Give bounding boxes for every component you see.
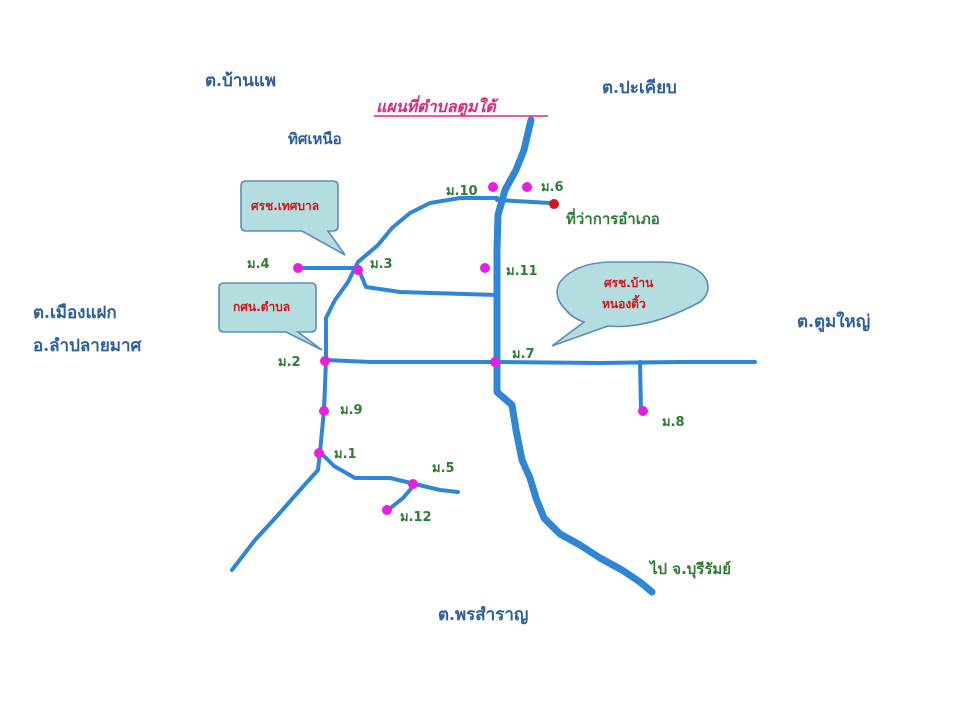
map-title: แผนที่ตำบลตูมใต้	[376, 95, 500, 117]
main-highway	[493, 116, 656, 596]
village-marker-m7[interactable]	[490, 357, 500, 367]
callout-village-health-label-2: หนองติ้ว	[602, 294, 646, 311]
village-marker-m3[interactable]	[353, 265, 363, 275]
village-marker-m1[interactable]	[314, 448, 324, 458]
village-label-m2: ม.2	[278, 355, 301, 370]
neighbor-north-west-label: ต.บ้านแพ	[205, 71, 276, 91]
road-main-east-west	[324, 358, 757, 365]
road-north-loop	[324, 196, 499, 362]
village-label-m10: ม.10	[446, 184, 478, 199]
callout-village-health[interactable]: ศรช.บ้าน หนองติ้ว	[551, 261, 709, 347]
village-label-m3: ม.3	[370, 257, 393, 272]
road-m5-m12	[386, 482, 417, 512]
village-label-m8: ม.8	[662, 415, 685, 430]
village-marker-m4[interactable]	[293, 263, 303, 273]
callout-subdistrict-center-label: กศน.ตำบล	[233, 300, 290, 314]
neighbor-west-label-1: ต.เมืองแฝก	[33, 302, 117, 323]
to-province-label: ไป จ.บุรีรัมย์	[648, 559, 731, 579]
village-marker-m8[interactable]	[638, 406, 648, 416]
callout-village-health-label-1: ศรช.บ้าน	[604, 276, 654, 290]
village-marker-m2[interactable]	[320, 356, 330, 366]
north-label: ทิศเหนือ	[288, 130, 342, 148]
village-label-m6: ม.6	[541, 180, 564, 195]
neighbor-north-east-label: ต.ปะเคียบ	[602, 77, 677, 98]
road-m6-office	[495, 198, 552, 205]
callout-subdistrict-center[interactable]: กศน.ตำบล	[218, 282, 323, 351]
neighbor-west-label-2: อ.ลำปลายมาศ	[33, 336, 143, 356]
village-label-m9: ม.9	[340, 403, 363, 418]
village-marker-m5[interactable]	[408, 479, 418, 489]
village-marker-m6[interactable]	[522, 182, 532, 192]
village-marker-m12[interactable]	[382, 505, 392, 515]
neighbor-south-label: ต.พรสำราญ	[438, 605, 528, 625]
village-label-m4: ม.4	[247, 257, 270, 272]
village-label-m12: ม.12	[400, 510, 432, 525]
village-marker-m11[interactable]	[480, 263, 490, 273]
district-office-label: ที่ว่าการอำเภอ	[566, 208, 660, 228]
village-marker-m10[interactable]	[488, 182, 498, 192]
village-label-m7: ม.7	[512, 347, 535, 362]
village-marker-m9[interactable]	[319, 406, 329, 416]
village-label-m1: ม.1	[334, 447, 357, 462]
village-label-m5: ม.5	[432, 461, 455, 476]
road-west-south	[230, 358, 328, 572]
neighbor-east-label: ต.ตูมใหญ่	[797, 311, 870, 333]
village-label-m11: ม.11	[506, 264, 538, 279]
road-m1-m5	[318, 450, 460, 494]
callout-municipal-health-label: ศรช.เทศบาล	[251, 199, 319, 213]
district-office-marker[interactable]	[549, 199, 559, 209]
road-to-m8	[638, 360, 643, 412]
callout-municipal-health[interactable]: ศรช.เทศบาล	[240, 180, 346, 256]
road-m3-east	[356, 266, 499, 297]
